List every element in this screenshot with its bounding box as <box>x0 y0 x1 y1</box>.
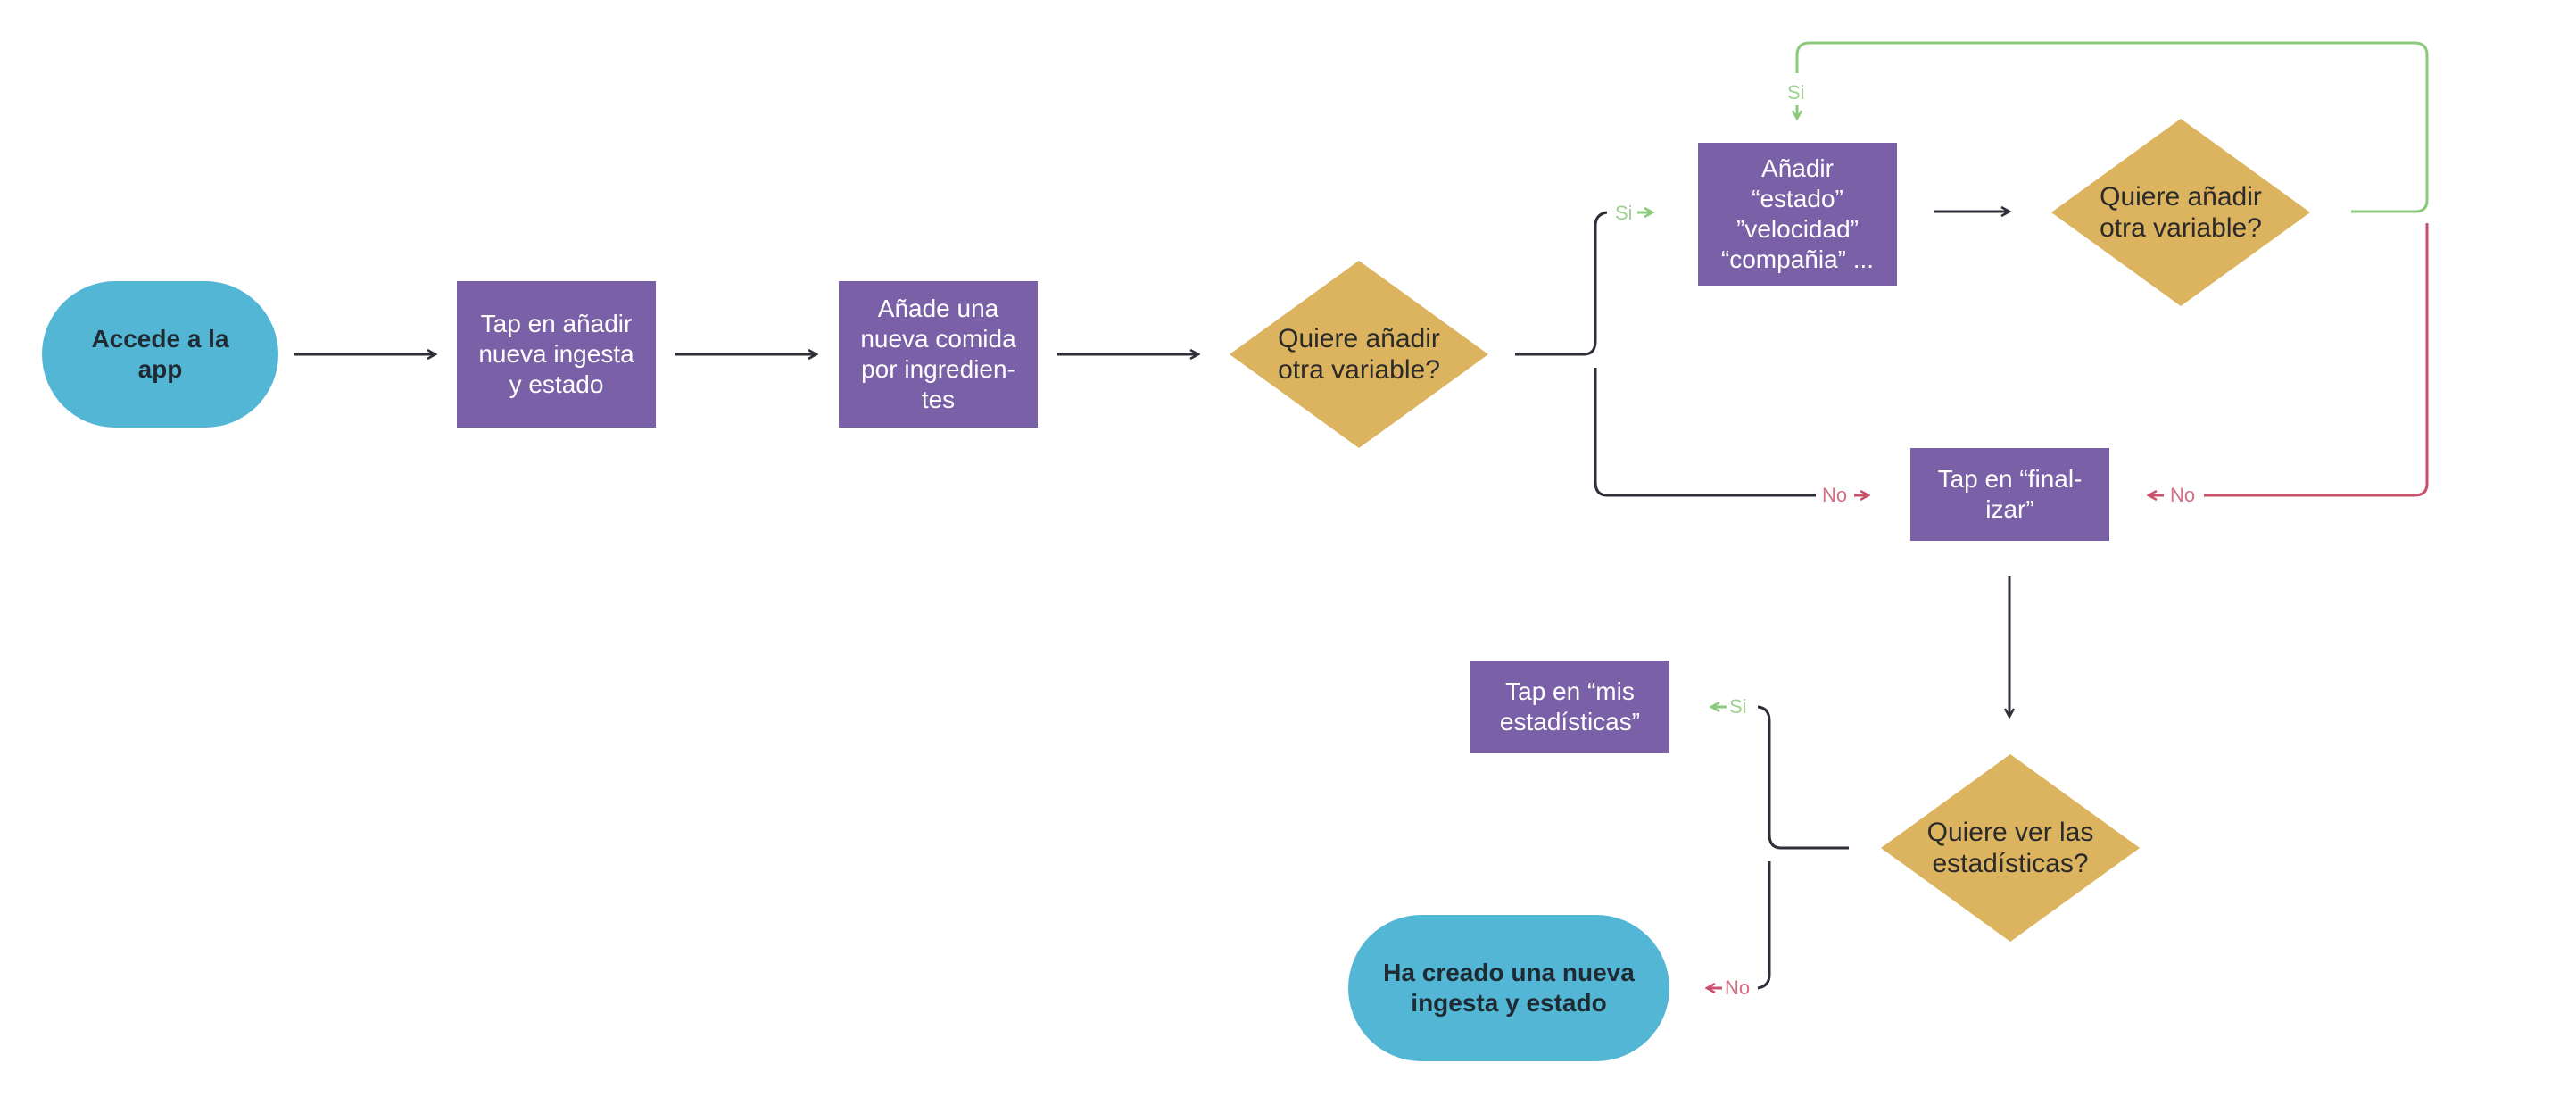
process-tap-finish: Tap en “final- izar” <box>1910 448 2109 541</box>
process-add-meal: Añade una nueva comida por ingredien- te… <box>839 281 1038 428</box>
label-no-decision-stats: No <box>1725 976 1751 999</box>
decision-view-stats: Quiere ver las estadísticas? <box>1881 754 2140 942</box>
brace-decision-stats <box>1757 705 1849 990</box>
decision-add-variable-2: Quiere añadir otra variable? <box>2051 119 2310 306</box>
decision-diamond-shape <box>2051 119 2310 306</box>
process-tap-add-intake: Tap en añadir nueva ingesta y estado <box>457 281 656 428</box>
label-yes-loop: Si <box>1787 81 1805 104</box>
decision-diamond-shape <box>1230 261 1488 448</box>
decision-add-variable-1: Quiere añadir otra variable? <box>1230 261 1488 448</box>
start-terminal: Accede a la app <box>42 281 278 428</box>
label-yes-decision-1: Si <box>1615 202 1633 224</box>
loop-yes-connector <box>1795 41 2429 213</box>
loop-no-connector <box>2204 223 2429 497</box>
decision-label: Quiere ver las estadísticas? <box>1926 818 2094 878</box>
label-yes-decision-stats: Si <box>1729 695 1747 718</box>
process-add-state: Añadir “estado” ”velocidad” “compañia” .… <box>1698 143 1897 286</box>
process-tap-stats: Tap en “mis estadísticas” <box>1470 661 1669 753</box>
decision-label: Quiere añadir otra variable? <box>1278 324 1440 385</box>
label-no-decision-1: No <box>1822 484 1848 506</box>
end-terminal: Ha creado una nueva ingesta y estado <box>1348 915 1669 1061</box>
brace-decision-1 <box>1515 211 1816 497</box>
decision-diamond-shape <box>1881 754 2140 942</box>
decision-label: Quiere añadir otra variable? <box>2100 182 2262 243</box>
label-no-loop: No <box>2170 484 2196 506</box>
